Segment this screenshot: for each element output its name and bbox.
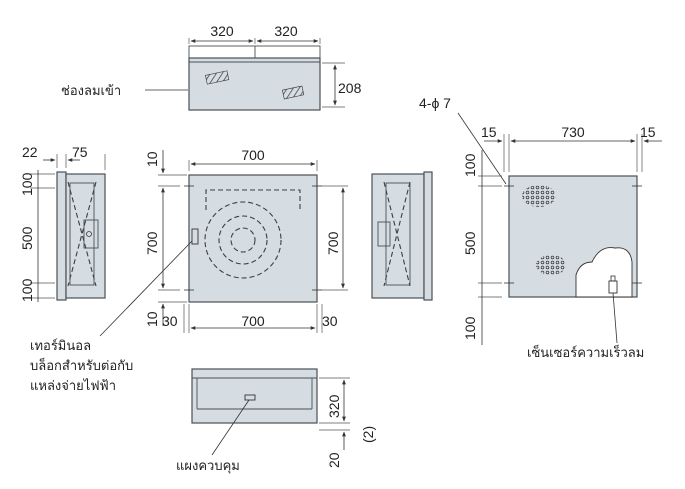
top-height-dim: 208 <box>338 80 362 96</box>
front-margin-left-dim: 30 <box>162 313 178 329</box>
bottom-height-dim: 320 <box>326 394 342 418</box>
air-inlet-grille-left <box>205 70 230 85</box>
front-width-dim: 700 <box>241 147 265 163</box>
terminal-label-line3: แหล่งจ่ายไฟฟ้า <box>30 378 116 393</box>
fan-scroll <box>204 189 301 279</box>
rear-bottom-dim: 100 <box>462 316 478 340</box>
side-middle-dim: 500 <box>19 226 35 250</box>
terminal-label-line2: บล็อกสำหรับต่อกับ <box>30 356 133 373</box>
front-bottom-offset-dim: 10 <box>144 311 160 327</box>
control-panel-label: แผงควบคุม <box>176 458 240 474</box>
rear-hole-spec: 4-ϕ 7 <box>419 95 451 111</box>
side-flange-dim: 22 <box>22 144 38 160</box>
rear-view: 15 730 15 4-ϕ 7 100 500 100 เซ็นเซอร์ควา… <box>419 95 662 360</box>
side-depth-dim: 75 <box>72 144 88 160</box>
perforation-lower <box>536 255 566 275</box>
opposite-side-view <box>371 171 433 301</box>
front-height-right-dim: 700 <box>325 231 341 255</box>
rear-flange-right-dim: 15 <box>640 124 656 140</box>
side-view: 22 75 100 500 100 <box>19 144 106 302</box>
top-width-right-dim: 320 <box>274 23 298 39</box>
bottom-note: (2) <box>360 426 376 443</box>
side-bottom-dim: 100 <box>19 278 35 302</box>
rear-middle-dim: 500 <box>462 231 478 255</box>
front-margin-right-dim: 30 <box>322 313 338 329</box>
airspeed-sensor-label: เซ็นเซอร์ความเร็วลม <box>527 343 644 360</box>
front-bottom-width-dim: 700 <box>241 313 265 329</box>
side-top-dim: 100 <box>19 172 35 196</box>
top-view: 320 320 208 ช่องลมเข้า <box>61 23 362 111</box>
terminal-block <box>191 228 199 245</box>
front-top-offset-dim: 10 <box>144 151 160 167</box>
control-panel <box>244 394 256 401</box>
front-view: 700 10 700 10 700 30 700 30 เทอร์มินอล บ… <box>30 147 348 393</box>
air-inlet-label: ช่องลมเข้า <box>61 83 121 98</box>
rear-top-dim: 100 <box>462 153 478 177</box>
top-width-left-dim: 320 <box>210 23 234 39</box>
airspeed-sensor-housing <box>575 247 633 298</box>
rear-flange-left-dim: 15 <box>481 124 497 140</box>
front-height-left-dim: 700 <box>144 231 160 255</box>
bottom-depth-dim: 20 <box>326 452 342 468</box>
terminal-label-line1: เทอร์มินอล <box>30 338 91 353</box>
bottom-view: 320 20 (2) แผงควบคุม <box>176 368 376 474</box>
rear-width-dim: 730 <box>561 124 585 140</box>
air-inlet-grille-right <box>282 85 305 100</box>
perforation-upper <box>522 185 556 207</box>
